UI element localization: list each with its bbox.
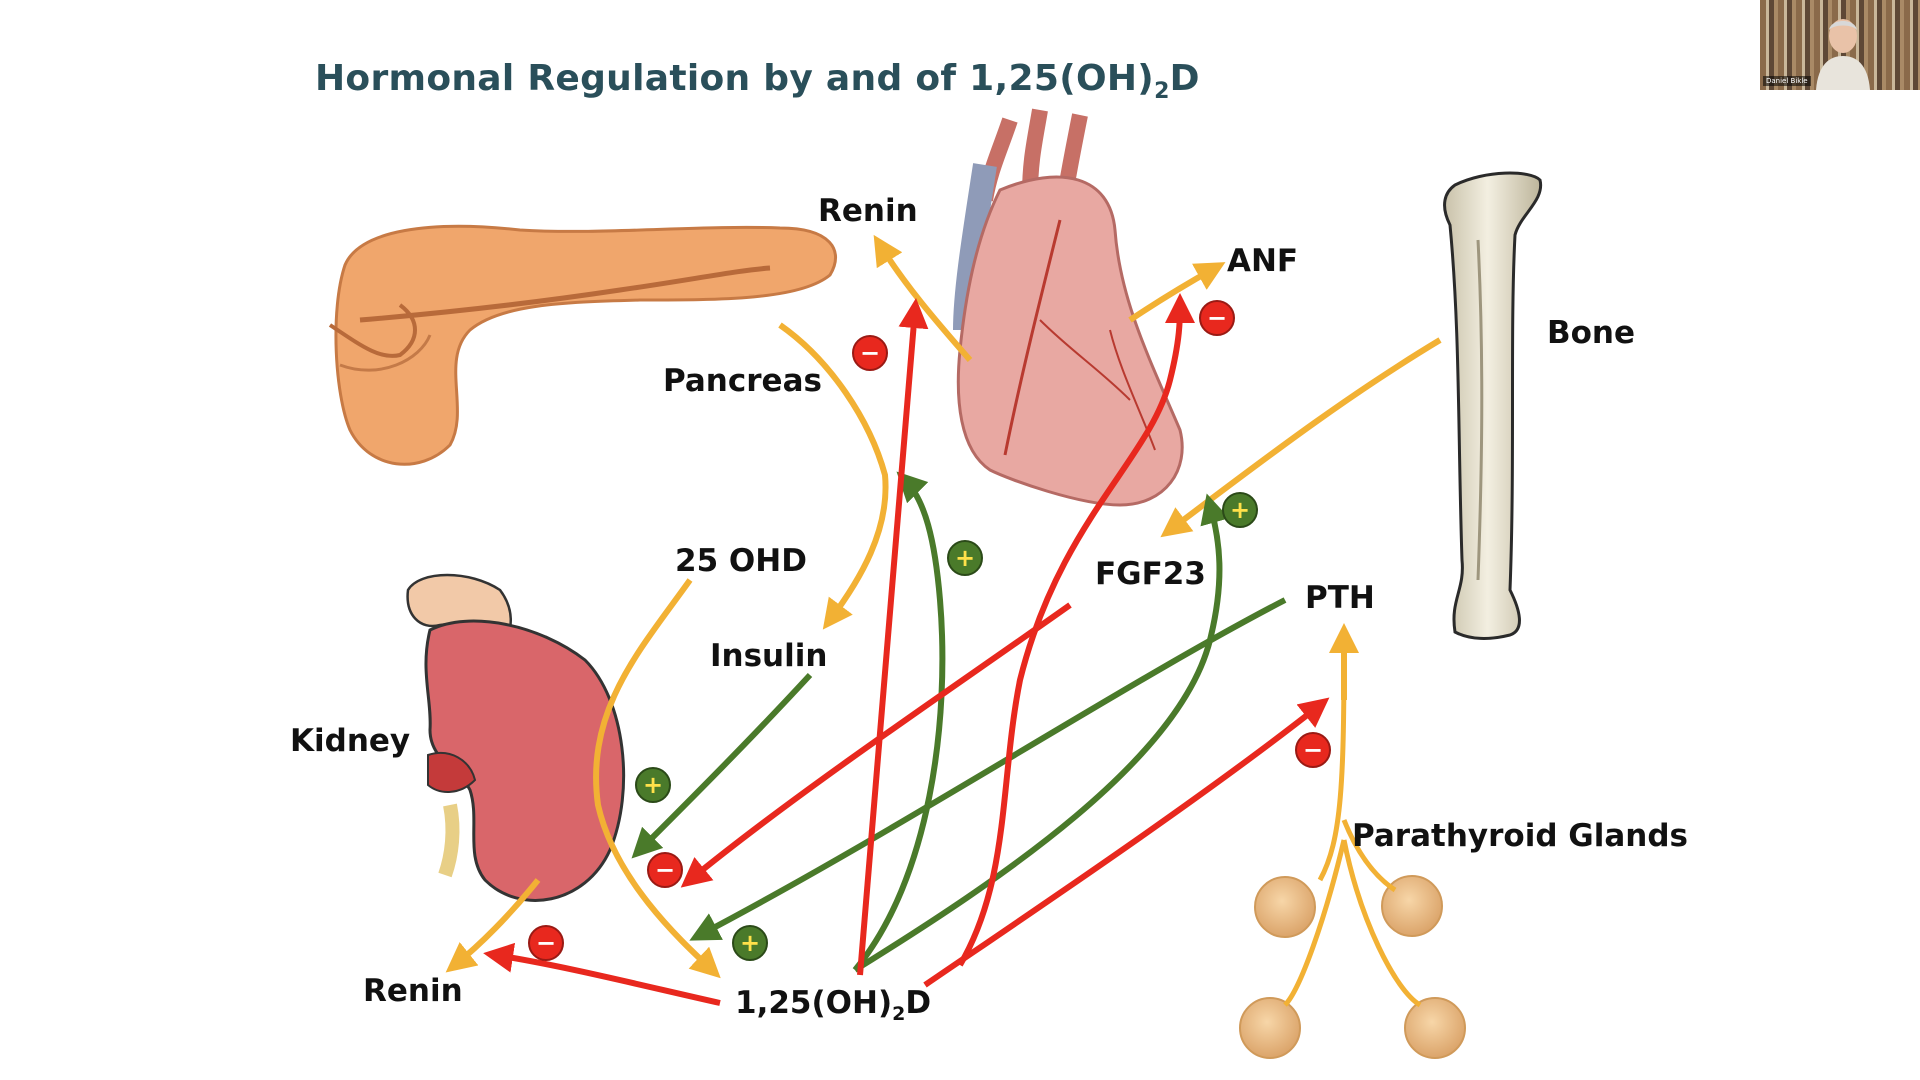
plus-badge: + xyxy=(947,540,983,576)
presenter-video xyxy=(1816,19,1870,90)
svg-text:−: − xyxy=(1303,736,1323,764)
arrow-heart-to-anf xyxy=(1128,262,1226,323)
arrow-vitd-to-renin-top xyxy=(857,298,929,976)
minus-badge: − xyxy=(852,335,888,371)
arrow-fgf23-to-kidney xyxy=(680,602,1072,888)
label-pancreas: Pancreas xyxy=(663,363,822,399)
label-renin-bottom: Renin xyxy=(363,973,463,1009)
sign-badges: + + + + − − − − − xyxy=(528,300,1331,961)
svg-text:+: + xyxy=(1230,496,1250,524)
arrow-vitd-to-renin-bottom xyxy=(483,942,721,1006)
parathyroid-illustration xyxy=(1239,639,1466,1059)
arrow-vitd-to-pth xyxy=(923,697,1330,988)
plus-badge: + xyxy=(1222,492,1258,528)
presenter-name: Daniel Bikle xyxy=(1763,76,1811,86)
plus-badge: + xyxy=(732,925,768,961)
label-fgf23: FGF23 xyxy=(1095,556,1206,592)
kidney-illustration xyxy=(406,573,626,902)
svg-text:+: + xyxy=(643,771,663,799)
green-stimulatory-arrows xyxy=(631,471,1287,973)
red-inhibitory-arrows xyxy=(483,293,1330,1006)
label-insulin: Insulin xyxy=(710,638,828,674)
svg-text:+: + xyxy=(955,544,975,572)
arrow-insulin-to-kidney xyxy=(631,672,813,859)
minus-badge: − xyxy=(1295,732,1331,768)
label-bone: Bone xyxy=(1547,315,1636,351)
arrow-kidney-to-renin xyxy=(445,878,541,973)
pancreas-illustration xyxy=(328,224,837,466)
arrow-25ohd-to-vitd xyxy=(593,578,721,979)
svg-text:−: − xyxy=(655,856,675,884)
minus-badge: − xyxy=(1199,300,1235,336)
webcam-thumbnail[interactable]: Daniel Bikle xyxy=(1760,0,1920,90)
minus-badge: − xyxy=(647,852,683,888)
svg-text:−: − xyxy=(860,339,880,367)
svg-text:−: − xyxy=(536,929,556,957)
arrow-vitd-to-fgf23 xyxy=(853,493,1230,973)
slide-title: Hormonal Regulation by and of 1,25(OH)2D xyxy=(315,58,1200,105)
arrow-pancreas-to-insulin xyxy=(778,322,889,630)
label-pth: PTH xyxy=(1305,580,1375,616)
plus-badge: + xyxy=(635,767,671,803)
label-anf: ANF xyxy=(1227,243,1299,279)
arrow-vitd-to-anf xyxy=(957,293,1195,967)
label-1-25-oh-2-d: 1,25(OH)2D xyxy=(735,985,932,1026)
label-kidney: Kidney xyxy=(290,723,411,759)
label-25-ohd: 25 OHD xyxy=(675,543,807,579)
arrow-vitd-to-insulin-source xyxy=(852,471,946,972)
bone-illustration xyxy=(1443,171,1543,640)
arrow-bone-to-fgf23 xyxy=(1160,337,1442,538)
label-renin-top: Renin xyxy=(818,193,918,229)
minus-badge: − xyxy=(528,925,564,961)
svg-text:−: − xyxy=(1207,304,1227,332)
svg-text:+: + xyxy=(740,929,760,957)
label-parathyroid-glands: Parathyroid Glands xyxy=(1352,818,1689,854)
